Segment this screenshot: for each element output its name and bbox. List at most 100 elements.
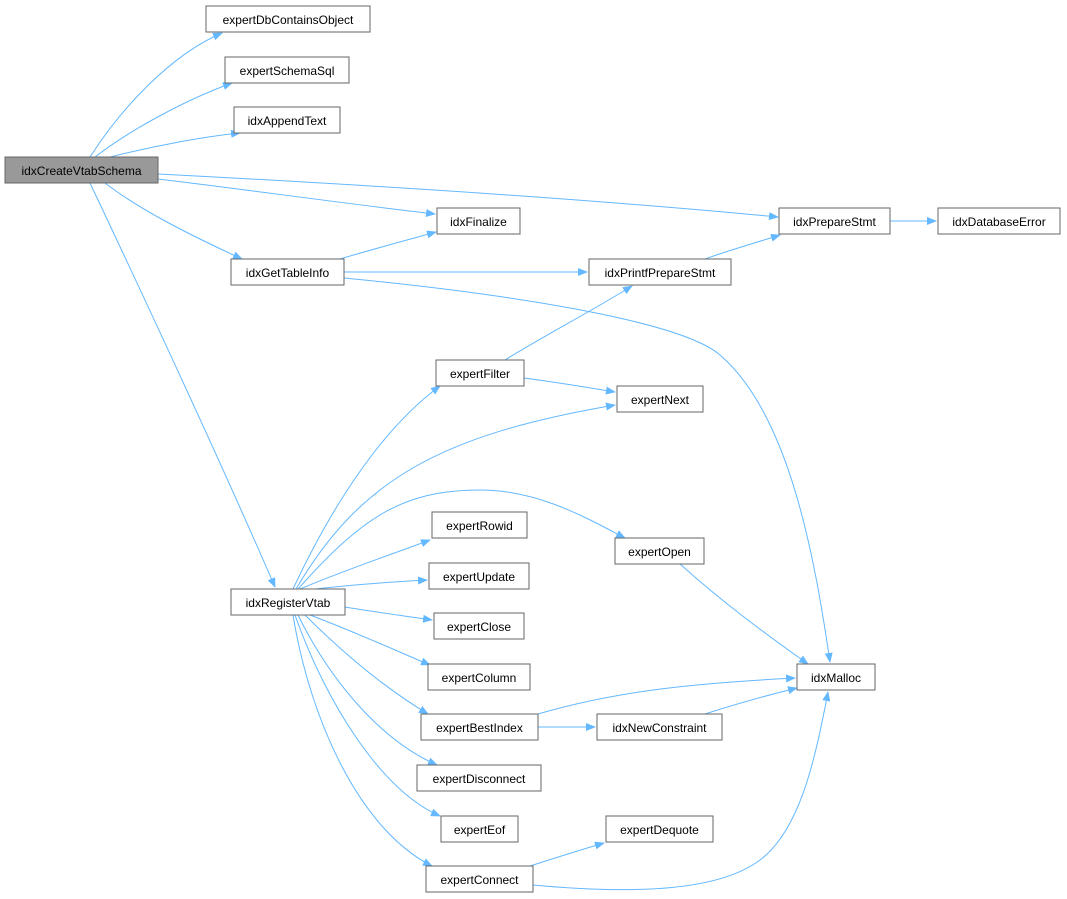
node-label: expertDisconnect	[433, 772, 526, 786]
node-finalize[interactable]: idxFinalize	[436, 207, 521, 235]
node-printf[interactable]: idxPrintfPrepareStmt	[588, 258, 732, 286]
node-label: expertSchemaSql	[240, 64, 335, 78]
node-column[interactable]: expertColumn	[427, 663, 531, 691]
node-label: idxPrepareStmt	[793, 215, 876, 229]
edge-root-to-schemasql	[94, 82, 233, 158]
edge-regvtab-to-open	[297, 489, 626, 590]
node-box	[796, 663, 876, 691]
node-box	[435, 359, 525, 387]
node-label: idxDatabaseError	[952, 215, 1045, 229]
node-dequote[interactable]: expertDequote	[605, 815, 714, 843]
node-box	[937, 207, 1061, 235]
node-label: expertFilter	[450, 367, 510, 381]
node-label: idxNewConstraint	[612, 721, 707, 735]
node-update[interactable]: expertUpdate	[428, 562, 530, 590]
node-label: expertBestIndex	[436, 721, 523, 735]
edge-bestindex-to-malloc	[537, 674, 796, 715]
node-box	[416, 764, 542, 792]
node-box	[224, 56, 350, 84]
node-label: idxMalloc	[811, 671, 861, 685]
node-box	[205, 5, 371, 33]
node-box	[433, 612, 525, 640]
edge-root-to-finalize	[157, 178, 436, 217]
edge-newcons-to-malloc	[704, 686, 798, 715]
node-dbcont[interactable]: expertDbContainsObject	[205, 5, 371, 33]
edges-layer	[89, 32, 937, 891]
node-label: idxCreateVtabSchema	[21, 164, 141, 178]
node-filter[interactable]: expertFilter	[435, 359, 525, 387]
nodes-layer: idxCreateVtabSchema expertDbContainsObjec…	[4, 5, 1061, 893]
node-box	[614, 537, 705, 565]
node-box	[431, 511, 528, 539]
node-rowid[interactable]: expertRowid	[431, 511, 528, 539]
node-next[interactable]: expertNext	[616, 385, 704, 413]
node-box	[428, 562, 530, 590]
node-label: expertNext	[631, 393, 690, 407]
edge-filter-to-next	[523, 377, 616, 395]
edge-regvtab-to-connect	[292, 614, 433, 867]
node-box	[616, 385, 704, 413]
edge-connect-to-dequote	[529, 841, 605, 867]
node-box	[4, 156, 159, 184]
edge-gettable-to-malloc	[343, 277, 833, 663]
node-box	[588, 258, 732, 286]
node-label: expertDequote	[620, 823, 699, 837]
node-label: idxAppendText	[248, 114, 327, 128]
edge-root-to-prepstmt	[157, 173, 779, 221]
node-label: expertUpdate	[443, 570, 515, 584]
edge-regvtab-to-disconnect	[297, 614, 438, 766]
node-label: expertColumn	[442, 671, 517, 685]
node-eof[interactable]: expertEof	[440, 815, 519, 843]
node-box	[440, 815, 519, 843]
node-prepstmt[interactable]: idxPrepareStmt	[778, 207, 891, 235]
node-schemasql[interactable]: expertSchemaSql	[224, 56, 350, 84]
node-append[interactable]: idxAppendText	[233, 106, 341, 134]
node-box	[596, 713, 723, 741]
edge-regvtab-to-next	[295, 402, 616, 590]
node-close[interactable]: expertClose	[433, 612, 525, 640]
node-label: idxPrintfPrepareStmt	[605, 266, 716, 280]
node-box	[420, 713, 539, 741]
edge-regvtab-to-eof	[294, 614, 441, 817]
edge-regvtab-to-bestindex	[304, 614, 429, 715]
node-gettable[interactable]: idxGetTableInfo	[230, 258, 345, 286]
node-root[interactable]: idxCreateVtabSchema	[4, 156, 159, 184]
node-box	[778, 207, 891, 235]
edge-printf-to-prepstmt	[704, 233, 781, 260]
node-malloc[interactable]: idxMalloc	[796, 663, 876, 691]
node-label: expertConnect	[440, 873, 519, 887]
node-label: idxRegisterVtab	[246, 596, 331, 610]
node-disconnect[interactable]: expertDisconnect	[416, 764, 542, 792]
edge-regvtab-to-close	[344, 606, 433, 623]
node-connect[interactable]: expertConnect	[425, 865, 534, 893]
edge-root-to-append	[109, 129, 241, 158]
node-box	[230, 258, 345, 286]
edge-regvtab-to-update	[314, 576, 428, 590]
node-bestindex[interactable]: expertBestIndex	[420, 713, 539, 741]
node-box	[427, 663, 531, 691]
edge-root-to-regvtab	[89, 182, 276, 588]
edge-regvtab-to-filter	[292, 385, 441, 590]
node-box	[436, 207, 521, 235]
node-label: expertOpen	[628, 545, 691, 559]
node-label: idxFinalize	[450, 215, 507, 229]
node-dberr[interactable]: idxDatabaseError	[937, 207, 1061, 235]
node-newcons[interactable]: idxNewConstraint	[596, 713, 723, 741]
node-label: expertDbContainsObject	[223, 13, 354, 27]
node-label: idxGetTableInfo	[246, 266, 330, 280]
node-label: expertRowid	[446, 519, 513, 533]
node-label: expertEof	[454, 823, 506, 837]
node-open[interactable]: expertOpen	[614, 537, 705, 565]
edge-root-to-dbcont	[89, 32, 223, 158]
edge-filter-to-printf	[504, 285, 633, 361]
edge-connect-to-malloc	[532, 691, 831, 891]
edge-open-to-malloc	[679, 563, 809, 665]
edge-regvtab-to-column	[309, 614, 431, 666]
node-label: expertClose	[447, 620, 511, 634]
edge-regvtab-to-rowid	[299, 539, 431, 590]
edge-gettable-to-finalize	[339, 230, 437, 260]
node-regvtab[interactable]: idxRegisterVtab	[230, 588, 346, 616]
node-box	[230, 588, 346, 616]
node-box	[605, 815, 714, 843]
